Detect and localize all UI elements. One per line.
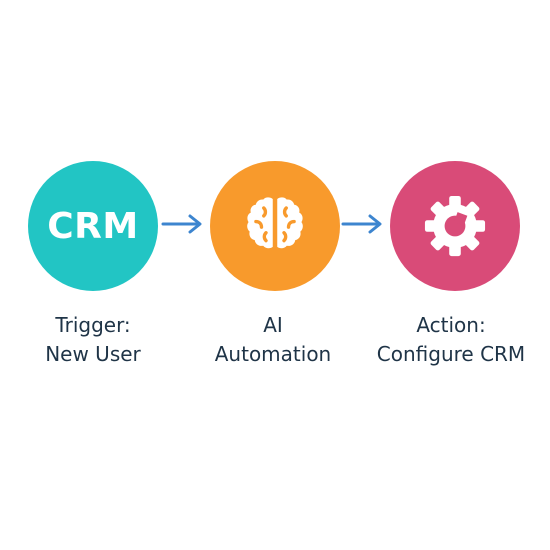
label-ai: AI Automation xyxy=(183,311,363,369)
label-trigger: Trigger: New User xyxy=(3,311,183,369)
flow-arrow-2 xyxy=(341,214,382,234)
label-action-line2: Configure CRM xyxy=(376,342,526,366)
node-action-configure xyxy=(390,161,520,291)
label-action: Action: Configure CRM xyxy=(361,311,541,369)
label-trigger-line2: New User xyxy=(45,342,141,366)
flow-arrow-1 xyxy=(161,214,202,234)
crm-icon-text: CRM xyxy=(47,205,139,247)
label-ai-line1: AI xyxy=(263,313,283,337)
brain-icon xyxy=(247,197,303,249)
label-ai-line2: Automation xyxy=(214,342,332,366)
node-ai-automation xyxy=(210,161,340,291)
label-trigger-line1: Trigger: xyxy=(55,313,131,337)
node-trigger-crm: CRM xyxy=(28,161,158,291)
gear-icon xyxy=(424,195,486,257)
label-action-line1: Action: xyxy=(416,313,486,337)
